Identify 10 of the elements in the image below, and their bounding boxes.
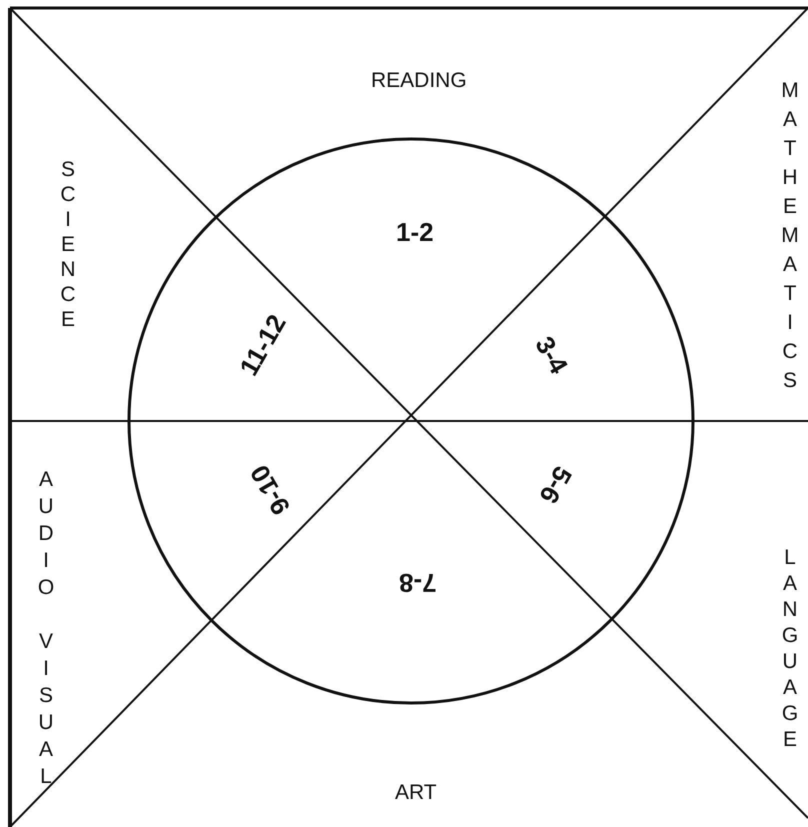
subject-label: ART xyxy=(395,782,437,802)
subject-label: MATHEMATICS xyxy=(780,78,800,398)
subject-label: READING xyxy=(371,70,467,90)
grade-range-label: 3-4 xyxy=(531,332,572,378)
grade-range-label: 1-2 xyxy=(396,219,434,245)
grade-range-label: 7-8 xyxy=(399,570,437,596)
subject-label: SCIENCE xyxy=(58,158,78,332)
grade-range-label: 5-6 xyxy=(535,462,576,508)
subject-label: LANGUAGE xyxy=(780,546,800,754)
subject-label: AUDIO VISUAL xyxy=(36,468,56,792)
